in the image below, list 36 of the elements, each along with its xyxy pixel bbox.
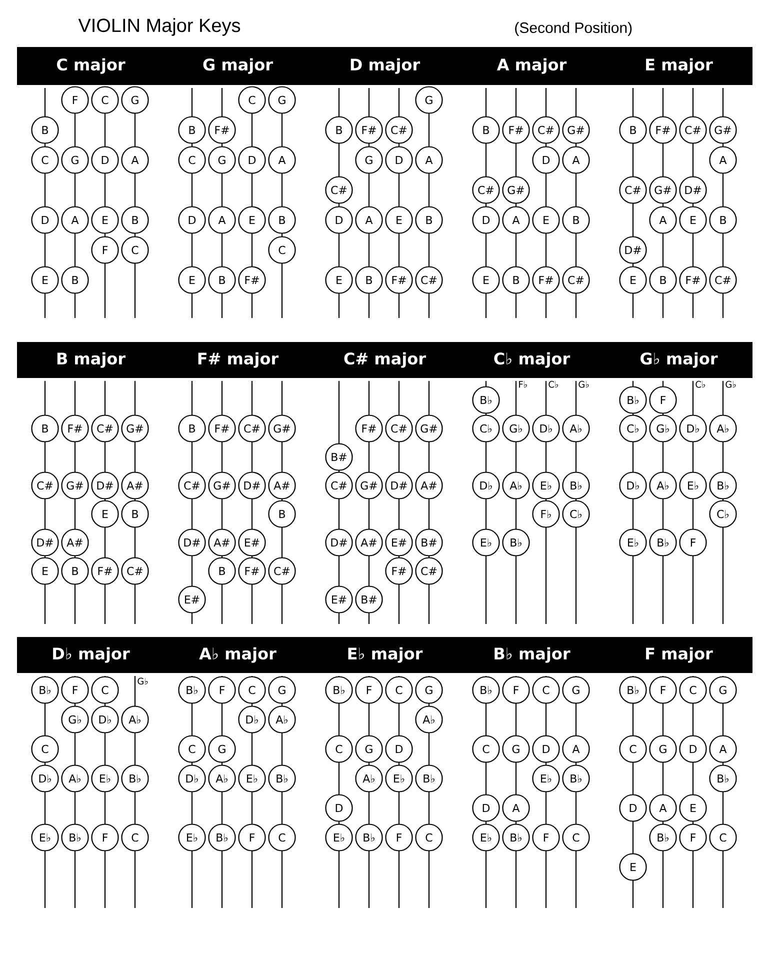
title: VIOLIN Major Keys [78, 18, 240, 36]
node-label: F# major [198, 352, 279, 368]
key-header: C♭ major [458, 342, 606, 378]
key-header: B♭ major [458, 637, 606, 673]
node-label: B♭ major [494, 647, 570, 663]
key-header: F# major [164, 342, 312, 378]
node-label: A major [496, 58, 567, 74]
key-header: E♭ major [311, 637, 458, 673]
node-label: D major [350, 58, 420, 74]
key-header: C# major [311, 342, 458, 378]
node-label: C major [56, 58, 126, 74]
key-header: A major [458, 47, 606, 85]
node-label: G major [203, 58, 273, 74]
node-label: G♭ major [640, 352, 718, 368]
key-header: C major [17, 47, 164, 85]
key-header: F major [605, 637, 752, 673]
key-header: G major [164, 47, 312, 85]
key-header: D major [311, 47, 458, 85]
key-header: G♭ major [605, 342, 752, 378]
node-label: E♭ major [348, 647, 423, 663]
node-label: D♭ major [53, 647, 130, 663]
node-label: F major [646, 647, 713, 663]
key-header: B major [17, 342, 164, 378]
subtitle: (Second Position) [515, 22, 632, 36]
note-label: F♭ [519, 381, 527, 388]
node-label: C♭ major [494, 352, 570, 368]
node-label: A♭ major [199, 647, 276, 663]
key-header: D♭ major [17, 637, 164, 673]
note-label: C♭ [696, 380, 705, 388]
node-label: B major [57, 352, 126, 368]
key-header: A♭ major [164, 637, 312, 673]
note-label: G♭ [138, 678, 148, 685]
key-header: E major [605, 47, 752, 85]
note-label: G♭ [578, 380, 589, 388]
node-label: C# major [344, 352, 426, 368]
node-label: E major [646, 58, 713, 74]
